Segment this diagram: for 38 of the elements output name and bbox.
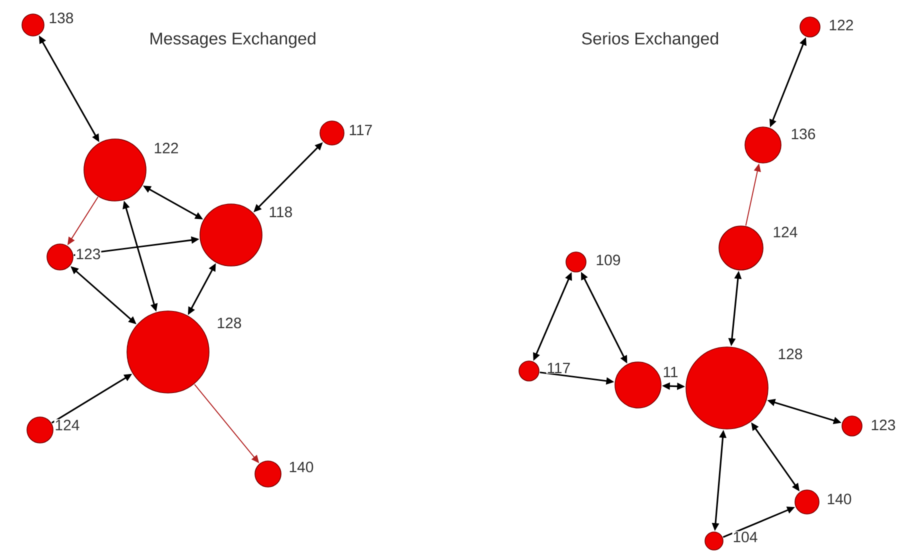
node-circle — [704, 532, 724, 550]
node-circle — [200, 204, 262, 266]
node-circle — [84, 138, 146, 202]
node-circle — [744, 126, 782, 164]
node-label: 123 — [75, 248, 102, 260]
node-label: 11 — [662, 366, 679, 378]
node-circle — [686, 346, 768, 430]
node-circle — [518, 360, 540, 382]
node-label: 124 — [54, 419, 80, 431]
node-circle — [320, 120, 344, 146]
node-circle — [614, 362, 662, 408]
node-label: 140 — [826, 493, 852, 505]
node-circle — [254, 460, 282, 488]
node-circle — [794, 490, 820, 514]
node-label: 138 — [48, 12, 74, 24]
node-circle — [126, 310, 210, 394]
node-label: 128 — [777, 348, 804, 360]
node-label: 140 — [288, 461, 314, 473]
node-label: 128 — [216, 317, 242, 329]
node-circle — [46, 244, 74, 270]
node-label: 117 — [546, 362, 572, 374]
node-label: 136 — [790, 128, 816, 140]
node-label: 124 — [772, 226, 798, 238]
node-circle — [22, 14, 44, 36]
node-label: 118 — [268, 206, 294, 218]
node-circle — [800, 16, 820, 38]
node-circle — [566, 252, 586, 272]
title: Messages Exchanged — [150, 32, 316, 48]
node-circle — [26, 416, 54, 444]
node-label: 122 — [828, 19, 854, 31]
node-label: 109 — [595, 254, 622, 266]
node-label: 122 — [153, 142, 180, 154]
node-label: 123 — [870, 419, 896, 431]
node-label: 117 — [348, 124, 374, 136]
node-circle — [718, 226, 764, 270]
node-label: 104 — [732, 531, 758, 543]
title: Serios Exchanged — [582, 32, 718, 48]
node-circle — [842, 416, 862, 436]
